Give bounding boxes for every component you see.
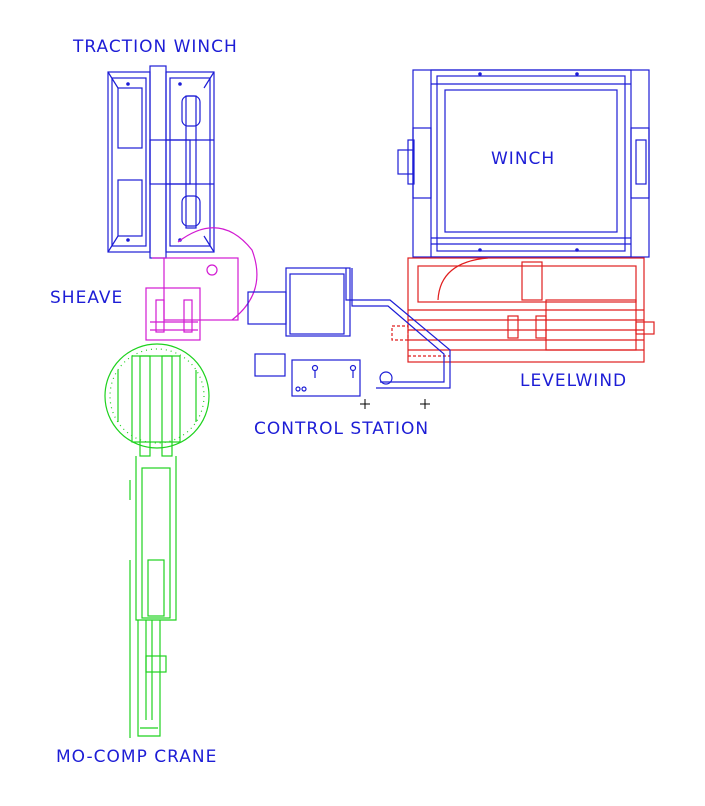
levelwind-label: LEVELWIND xyxy=(520,371,627,391)
levelwind xyxy=(391,257,655,363)
winch-label: WINCH xyxy=(491,149,555,169)
winch xyxy=(397,69,650,258)
traction-winch-label: TRACTION WINCH xyxy=(72,37,238,57)
control-station xyxy=(247,267,451,409)
mo-comp-crane-label: MO-COMP CRANE xyxy=(56,747,217,767)
mo-comp-crane xyxy=(104,343,210,738)
control-station-label: CONTROL STATION xyxy=(254,419,429,439)
sheave xyxy=(145,227,258,341)
sheave-label: SHEAVE xyxy=(50,288,123,308)
traction-winch xyxy=(107,65,215,259)
